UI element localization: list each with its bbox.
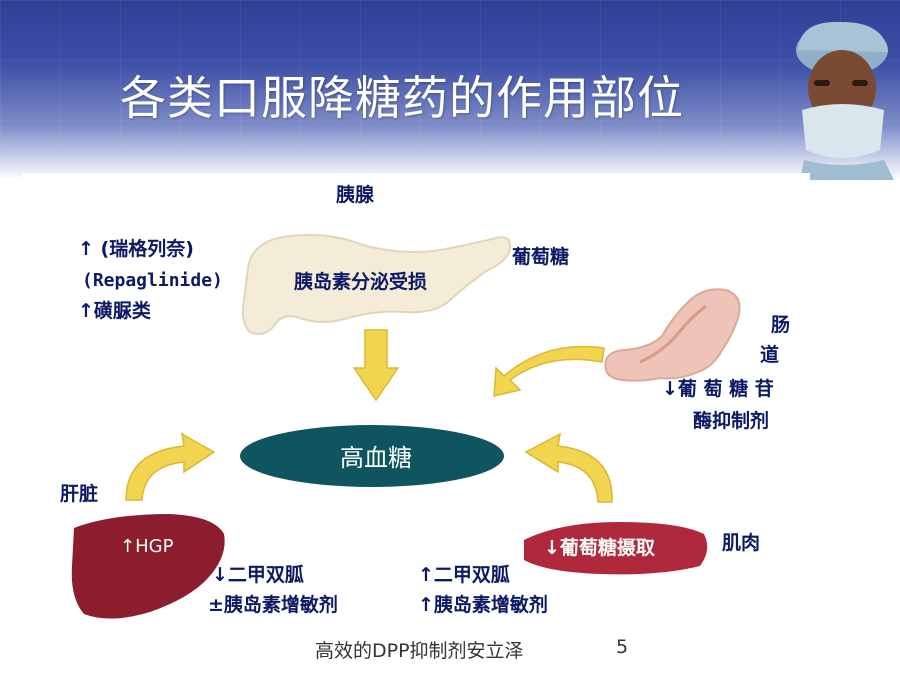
muscle-shape	[524, 522, 708, 575]
intestine-label-1: 肠	[771, 314, 791, 336]
intestine-shape	[604, 288, 741, 382]
glucose-label: 葡萄糖	[512, 246, 570, 268]
arrow-liver-curve	[125, 432, 216, 501]
liver-shape	[71, 514, 225, 619]
pancreas-label: 胰腺	[336, 184, 375, 206]
pancreas-inner-label: 胰岛素分泌受损	[294, 271, 428, 293]
slide-title: 各类口服降糖药的作用部位	[120, 71, 684, 125]
glucosidase-line-1: ↓葡 萄 糖 苷	[662, 378, 774, 400]
hyperglycemia-label: 高血糖	[340, 444, 412, 472]
liver-drug-1: ↓二甲双胍	[212, 564, 304, 586]
muscle-inner-label: ↓葡萄糖摄取	[544, 537, 655, 559]
liver-drug-2: ±胰岛素增敏剂	[208, 594, 338, 616]
muscle-drug-2: ↑胰岛素增敏剂	[418, 594, 548, 616]
arrow-intestine-curve	[493, 345, 605, 397]
title-banner	[0, 0, 900, 180]
repaglinide-line-2: (Repaglinide)	[82, 270, 223, 291]
sulfonylurea-label: ↑磺脲类	[78, 300, 151, 322]
muscle-label: 肌肉	[722, 532, 761, 554]
surgeon-photo	[796, 21, 894, 180]
hyperglycemia-ellipse	[240, 425, 504, 487]
muscle-drug-1: ↑二甲双胍	[418, 564, 510, 586]
pancreas-shape	[241, 234, 512, 335]
intestine-label-2: 道	[760, 344, 780, 366]
glucosidase-line-2: 酶抑制剂	[693, 410, 770, 432]
repaglinide-line-1: ↑ (瑞格列奈)	[78, 238, 194, 260]
banner-grid-pattern	[0, 0, 900, 150]
footer-text: 高效的DPP抑制剂安立泽	[315, 640, 524, 662]
arrow-pancreas-down	[352, 329, 400, 402]
arrow-muscle-curve	[524, 432, 613, 503]
page-number: 5	[616, 636, 629, 658]
liver-label: 肝脏	[60, 483, 99, 505]
liver-inner-label: ↑HGP	[120, 536, 174, 557]
